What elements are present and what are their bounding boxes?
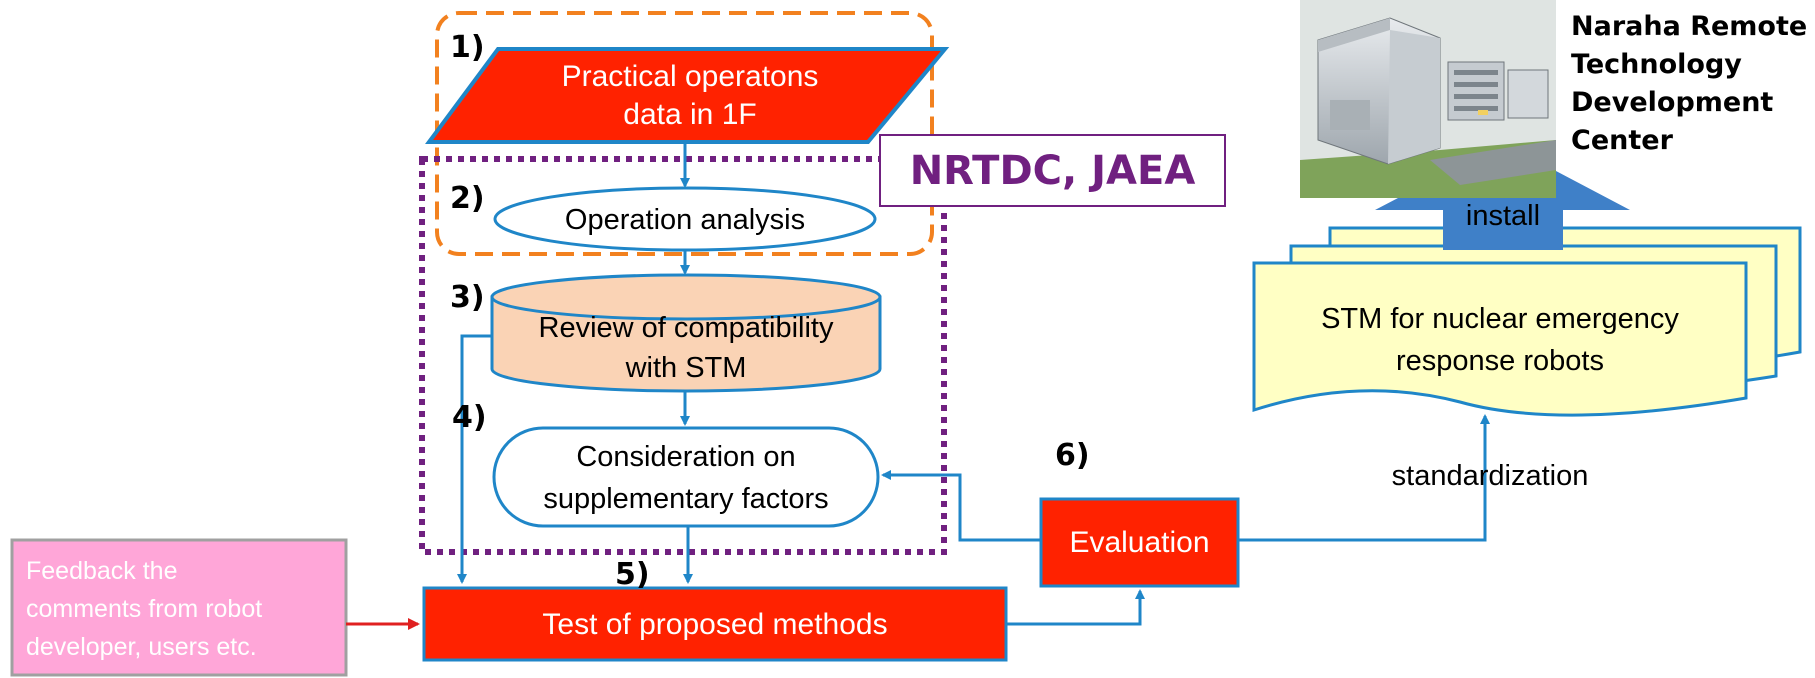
step-number-6: 6) — [1055, 438, 1090, 473]
step-number-3: 3) — [450, 280, 485, 315]
review-cylinder-top — [490, 273, 882, 321]
operation-analysis-label: Operation analysis — [564, 203, 806, 236]
step-number-1: 1) — [450, 30, 485, 65]
stm-doc-label: STM for nuclear emergency response robot… — [1321, 303, 1679, 377]
review-label: Review of compatibility with STM — [538, 312, 834, 384]
nrtdc-label-box — [879, 134, 1226, 207]
practical-data-shape — [425, 47, 950, 144]
review-cylinder-body — [490, 295, 882, 393]
step-number-2: 2) — [450, 181, 485, 216]
arrow-evaluation-to-standardization — [1238, 414, 1490, 542]
install-label: install — [1465, 199, 1541, 232]
purple-group-outline — [419, 156, 947, 555]
consideration-shape — [492, 426, 880, 528]
facility-image — [1300, 0, 1556, 198]
connectors — [457, 142, 1490, 626]
evaluation-shape — [1039, 497, 1240, 588]
stm-doc-front — [1252, 261, 1748, 417]
feedback-label: Feedback the comments from robot develop… — [26, 557, 263, 661]
group-label: NRTDC, JAEA — [909, 148, 1196, 194]
step-number-5: 5) — [615, 557, 650, 592]
arrow-evaluation-to-consideration — [881, 470, 1041, 542]
test-shape — [422, 586, 1008, 662]
test-label: Test of proposed methods — [542, 608, 888, 641]
facility-name-label: Naraha Remote Technology Development Cen… — [1571, 11, 1808, 156]
feedback-shape — [10, 538, 348, 677]
standardization-label: standardization — [1391, 459, 1589, 492]
arrow-test-to-evaluation — [1006, 589, 1145, 626]
arrow-review-bypass-to-test — [457, 334, 492, 584]
evaluation-label: Evaluation — [1069, 526, 1210, 559]
step-number-4: 4) — [452, 400, 487, 435]
practical-data-label: Practical operatons data in 1F — [561, 60, 819, 131]
consideration-label: Consideration on supplementary factors — [543, 440, 829, 515]
